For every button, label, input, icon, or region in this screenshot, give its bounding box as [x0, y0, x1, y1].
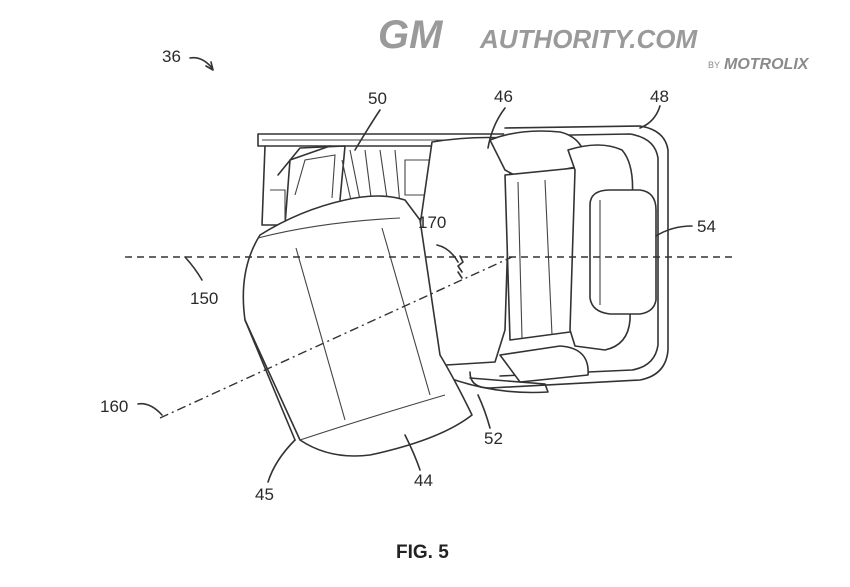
- arrow-36: [190, 58, 212, 68]
- leader-45: [268, 440, 295, 482]
- figure-caption: FIG. 5: [396, 542, 449, 563]
- watermark-logo: GM AUTHORITY.COM BY MOTROLIX: [378, 13, 810, 73]
- watermark-partner: MOTROLIX: [724, 56, 810, 73]
- watermark-brand-rest: AUTHORITY.COM: [479, 24, 698, 54]
- label-50: 50: [368, 89, 387, 108]
- label-46: 46: [494, 87, 513, 106]
- label-48: 48: [650, 87, 669, 106]
- label-36: 36: [162, 47, 181, 66]
- label-170: 170: [418, 213, 446, 232]
- leader-50: [355, 110, 380, 150]
- headrest-54: [590, 190, 656, 314]
- label-44: 44: [414, 471, 433, 490]
- label-45: 45: [255, 485, 274, 504]
- leader-150: [185, 257, 202, 280]
- label-52: 52: [484, 429, 503, 448]
- watermark-by: BY: [708, 60, 720, 70]
- label-150: 150: [190, 289, 218, 308]
- watermark-brand-gm: GM: [378, 13, 444, 57]
- label-54: 54: [697, 217, 716, 236]
- label-160: 160: [100, 397, 128, 416]
- leader-48: [640, 106, 660, 128]
- leader-52: [478, 395, 490, 428]
- leader-160: [138, 404, 162, 415]
